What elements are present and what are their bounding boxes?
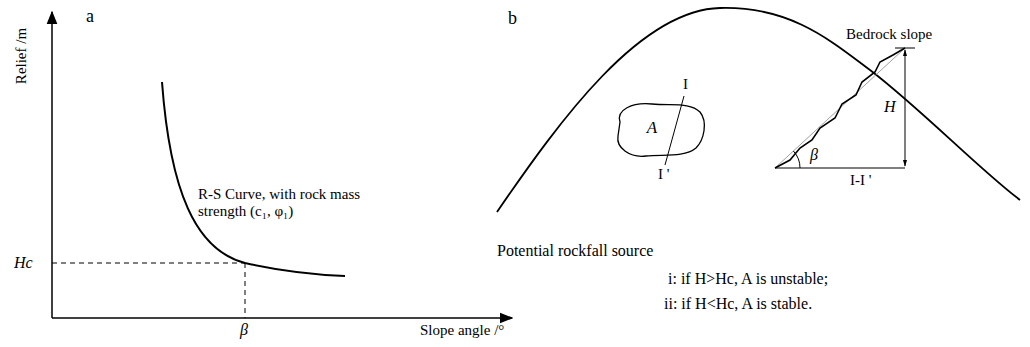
axis-title: Relief /m	[13, 28, 30, 84]
area-label: A	[647, 118, 657, 138]
panel-letter: a	[86, 6, 94, 27]
region-label: Bedrock slope	[846, 26, 932, 43]
axis-title: Slope angle /°	[420, 322, 504, 339]
section-mark: I '	[658, 166, 669, 183]
section-mark: I	[683, 76, 688, 93]
condition-note: ii: if H<Hc, A is stable.	[664, 295, 812, 313]
angle-arc	[793, 151, 800, 168]
hill-outline	[497, 8, 1020, 212]
panel-letter: b	[508, 8, 517, 29]
area-outline	[612, 100, 707, 158]
height-tick	[895, 48, 915, 49]
height-dimension	[905, 50, 906, 166]
section-name: I-I '	[850, 172, 871, 189]
slope-chord	[775, 48, 905, 168]
caption-note: Potential rockfall source	[497, 242, 653, 260]
angle-label: β	[810, 146, 818, 164]
section-base	[775, 168, 905, 169]
y-axis	[51, 12, 53, 318]
curve-label: R-S Curve, with rock mass strength (c₁, …	[198, 186, 388, 221]
rs-curve	[162, 82, 345, 276]
dashed-guide	[245, 263, 246, 318]
source-area: A	[612, 100, 707, 158]
angle-label: β	[240, 321, 248, 339]
x-axis	[52, 317, 512, 319]
condition-note: i: if H>Hc, A is unstable;	[668, 270, 828, 288]
dimension-label: H	[884, 98, 896, 116]
threshold-label: Hc	[14, 254, 33, 272]
dashed-guide	[52, 263, 245, 264]
slope-profile	[775, 48, 905, 168]
